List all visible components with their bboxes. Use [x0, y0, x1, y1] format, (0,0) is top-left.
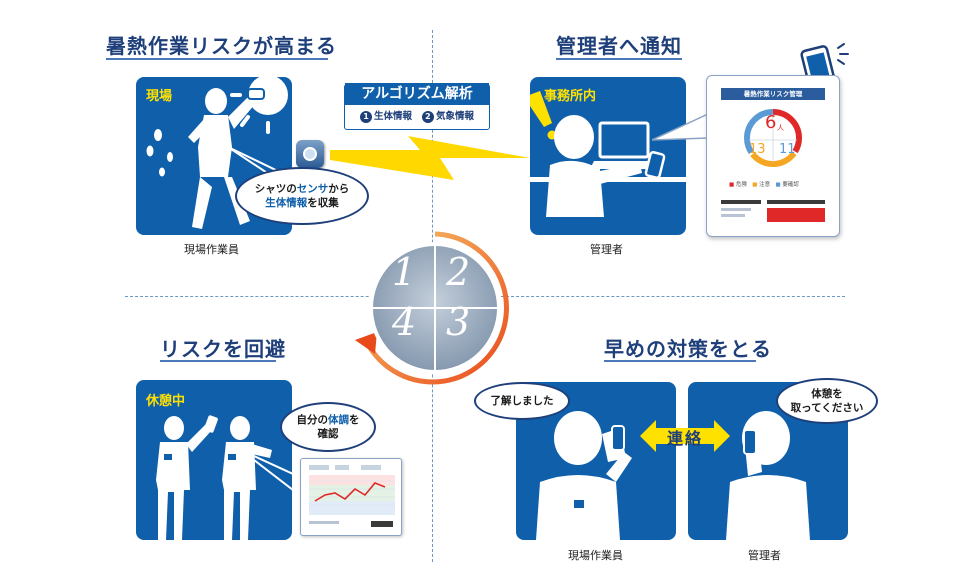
sensor-device-icon — [296, 140, 324, 168]
step3-worker-caption: 現場作業員 — [568, 549, 623, 562]
cycle-number-2: 2 — [446, 250, 471, 294]
resting-worker-2 — [222, 416, 272, 540]
monitoring-tablet: 暑熱作業リスク管理 6 人 13 11 ■ 危険 ■ 注意 ■ 要確認 — [706, 75, 840, 237]
step3-title: 早めの対策をとる — [604, 337, 772, 361]
step3-manager-caption: 管理者 — [748, 549, 781, 562]
tablet-danger-count: 6 — [765, 112, 777, 133]
step1-title: 暑熱作業リスクが高まる — [106, 34, 337, 58]
tablet-pointer — [652, 112, 709, 141]
step4-title: リスクを回避 — [160, 337, 286, 361]
laptop-icon — [590, 121, 658, 169]
step2-caption: 管理者 — [590, 243, 623, 256]
towel-icon — [247, 88, 265, 100]
step2-panel-label: 事務所内 — [544, 89, 597, 104]
tablet-danger-unit: 人 — [777, 124, 784, 132]
resting-worker-1 — [156, 415, 218, 540]
manager-instruction-bubble: 体憩を 取ってください — [776, 378, 878, 424]
manager-phone-icon — [743, 429, 757, 455]
step4-title-underline — [160, 360, 276, 362]
lightning-bolt-icon — [330, 136, 530, 180]
two-way-contact-arrow-icon — [640, 420, 730, 452]
cycle-number-1: 1 — [392, 250, 417, 294]
contact-label: 連絡 — [666, 429, 703, 448]
tablet-caution-count: 13 — [749, 142, 766, 157]
sensor-speech-bubble: シャツのセンサから 生体情報を収集 — [235, 167, 369, 225]
step2-title: 管理者へ通知 — [556, 34, 682, 58]
condition-chart-sheet — [300, 458, 402, 536]
phone-in-hand-icon — [644, 151, 666, 179]
tablet-check-count: 11 — [779, 142, 796, 157]
cycle-number-3: 3 — [446, 300, 471, 344]
manager-at-laptop-illustration — [530, 91, 686, 217]
step4-panel-label: 休憩中 — [146, 394, 186, 409]
step2-title-underline — [556, 58, 682, 60]
number-2-icon: 2 — [421, 110, 434, 123]
worker-figure — [188, 88, 256, 229]
manager-on-phone-illustration — [726, 411, 810, 540]
cycle-number-4: 4 — [392, 300, 417, 344]
step1-panel-label: 現場 — [146, 89, 173, 104]
tablet-legend: ■ 危険 ■ 注意 ■ 要確認 — [729, 182, 799, 188]
worker-wiping-sweat-illustration — [146, 77, 292, 229]
cycle-arrowhead-icon — [355, 332, 377, 354]
tablet-alert-bar — [767, 208, 825, 222]
step1-title-underline — [106, 58, 328, 60]
condition-line-chart — [309, 465, 395, 527]
step2-panel: 事務所内 — [530, 77, 686, 235]
sweat-drops-icon — [146, 129, 173, 177]
step3-title-underline — [604, 360, 756, 362]
alert-exclamation-icon — [530, 91, 557, 140]
algorithm-item-bio: 生体情報 — [374, 111, 413, 122]
algorithm-title: アルゴリズム解析 — [345, 83, 489, 105]
tablet-header: 暑熱作業リスク管理 — [721, 88, 825, 100]
step1-panel: 現場 — [136, 77, 292, 235]
worker-reply-bubble: 了解しました — [474, 382, 570, 420]
step1-caption: 現場作業員 — [184, 243, 239, 256]
workers-resting-illustration — [156, 415, 292, 540]
step3-worker-panel — [516, 382, 676, 540]
check-condition-bubble: 自分の体調を 確認 — [280, 402, 376, 452]
number-1-icon: 1 — [360, 110, 373, 123]
risk-donut-chart — [744, 109, 802, 167]
step4-panel: 休憩中 — [136, 380, 292, 540]
worker-phone-icon — [611, 425, 625, 451]
sun-icon — [230, 77, 288, 134]
worker-on-phone-illustration — [536, 411, 632, 540]
algorithm-item-weather: 気象情報 — [435, 111, 474, 122]
cycle-diagram — [355, 231, 509, 385]
